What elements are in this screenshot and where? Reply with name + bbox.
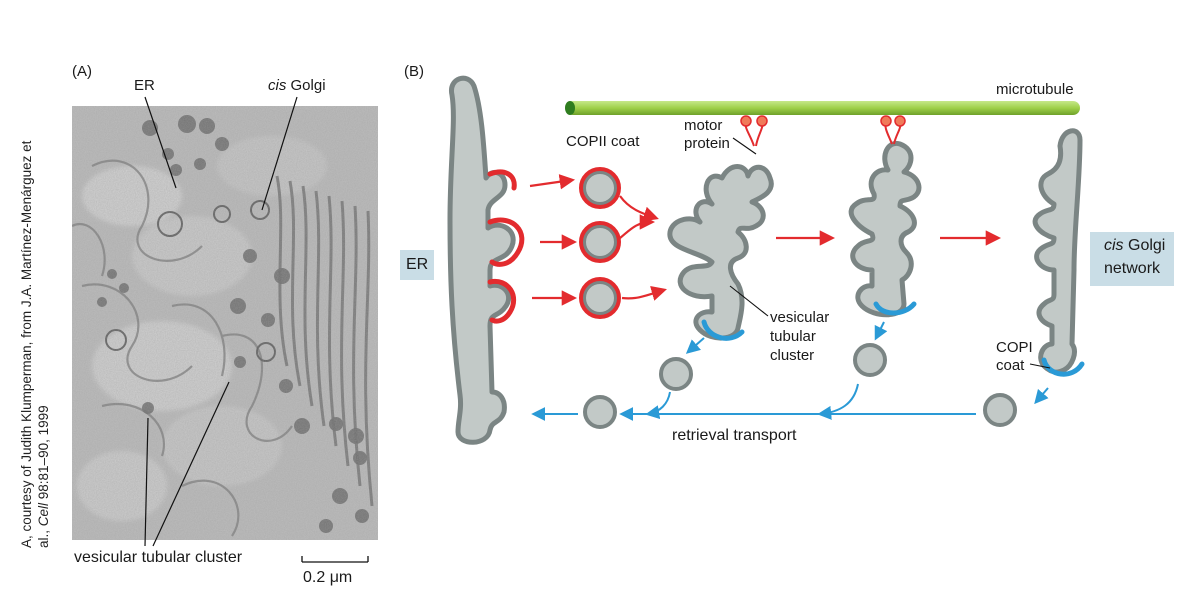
vtc-label-b-2: tubular xyxy=(770,328,816,345)
vtc-label-b-1: vesicular xyxy=(770,309,830,326)
motor-label-1: motor xyxy=(684,117,723,134)
vtc-shape-1 xyxy=(667,164,774,341)
vtc-label-b-3: cluster xyxy=(770,347,815,364)
electron-micrograph xyxy=(72,106,378,540)
cis-golgi-label-a: cis Golgi xyxy=(268,78,326,93)
panel-b-label: (B) xyxy=(404,63,424,80)
cis-italic-b: cis xyxy=(1104,237,1124,254)
cis-golgi-tag xyxy=(1090,232,1174,286)
motor-protein-1 xyxy=(740,115,768,147)
copi-label-2: coat xyxy=(996,357,1025,374)
vtc-label-a: vesicular tubular cluster xyxy=(74,549,243,566)
er-membrane xyxy=(447,75,516,445)
er-label-b: ER xyxy=(406,256,429,273)
copi-label-1: COPI xyxy=(996,339,1033,356)
panel-a-label: (A) xyxy=(72,63,92,80)
vtc-shape-2 xyxy=(848,140,922,318)
cis-golgi-label-b: cis Golgi xyxy=(1104,238,1165,254)
copii-vesicles xyxy=(579,167,621,319)
motor-label-2: protein xyxy=(684,135,730,152)
cis-golgi-shape xyxy=(1032,128,1083,375)
microtubule-label: microtubule xyxy=(996,81,1074,98)
cis-italic: cis xyxy=(268,77,287,94)
network-label: network xyxy=(1104,260,1161,277)
er-tag-b xyxy=(400,250,434,280)
retrieval-transport-label: retrieval transport xyxy=(672,427,797,444)
scale-bar-label: 0.2 μm xyxy=(303,569,353,586)
motor-protein-2 xyxy=(880,115,906,145)
copii-coat-label: COPII coat xyxy=(566,133,640,150)
microtubule-shape xyxy=(565,101,1080,115)
golgi-word-b: Golgi xyxy=(1123,237,1166,254)
er-label-a: ER xyxy=(134,77,155,94)
golgi-word: Golgi xyxy=(286,77,326,94)
panel-a-leaders xyxy=(144,96,369,563)
